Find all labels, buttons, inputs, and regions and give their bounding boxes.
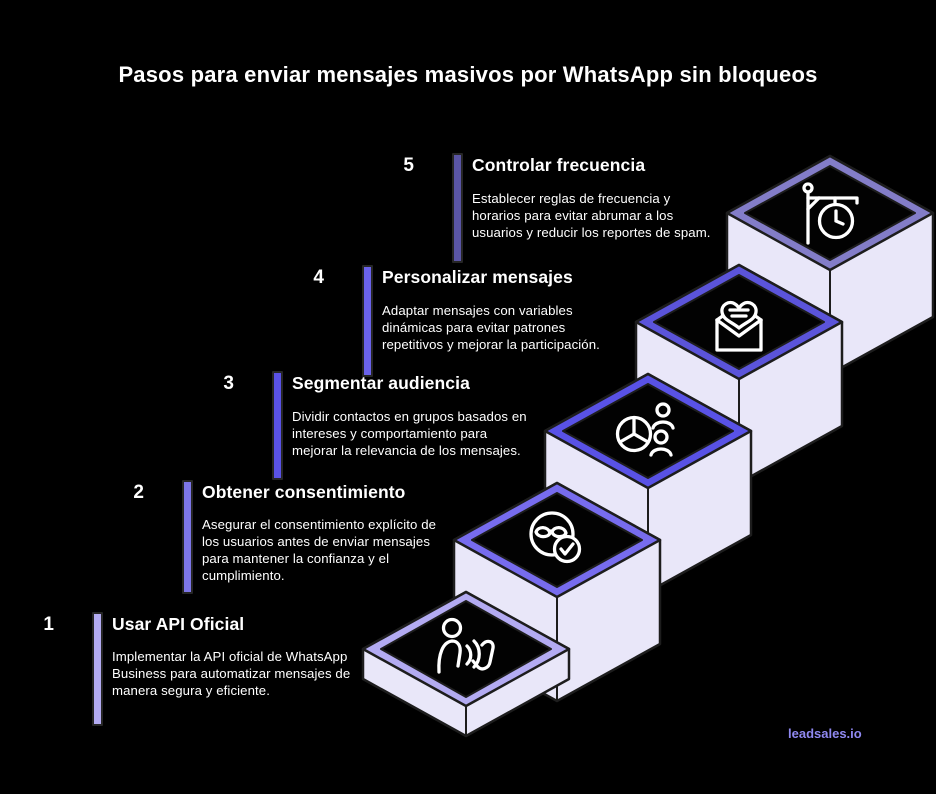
step-title: Usar API Oficial xyxy=(112,614,245,634)
step-number: 4 xyxy=(313,267,324,288)
step-title: Segmentar audiencia xyxy=(292,373,470,393)
step-title: Controlar frecuencia xyxy=(472,155,646,175)
audience-pie-icon xyxy=(615,402,675,457)
heart-mail-icon xyxy=(715,300,763,352)
step-number: 1 xyxy=(43,614,54,635)
step-description: Adaptar mensajes con variables dinámicas… xyxy=(382,303,600,352)
step-title: Obtener consentimiento xyxy=(202,482,406,502)
step-accent-bar xyxy=(272,371,283,480)
page-title: Pasos para enviar mensajes masivos por W… xyxy=(118,61,818,87)
step-accent-bar xyxy=(362,265,373,377)
verified-user-icon xyxy=(529,511,582,564)
step-accent-bar xyxy=(92,612,103,726)
step-description: Implementar la API oficial de WhatsApp B… xyxy=(112,649,351,698)
step-number: 5 xyxy=(403,155,414,176)
step-description: Asegurar el consentimiento explícito de … xyxy=(202,517,437,583)
step-accent-bar xyxy=(452,153,463,263)
step-number: 3 xyxy=(223,373,234,394)
step-accent-bar xyxy=(182,480,193,594)
step-description: Establecer reglas de frecuencia y horari… xyxy=(472,191,711,240)
step-1-platform xyxy=(361,590,571,738)
brand-watermark: leadsales.io xyxy=(788,726,862,741)
person-broadcast-icon xyxy=(437,617,495,674)
step-3-platform xyxy=(543,372,753,594)
step-title: Personalizar mensajes xyxy=(382,267,573,287)
step-description: Dividir contactos en grupos basados en i… xyxy=(292,409,527,458)
hanging-clock-icon xyxy=(802,182,859,245)
step-number: 2 xyxy=(133,482,144,503)
